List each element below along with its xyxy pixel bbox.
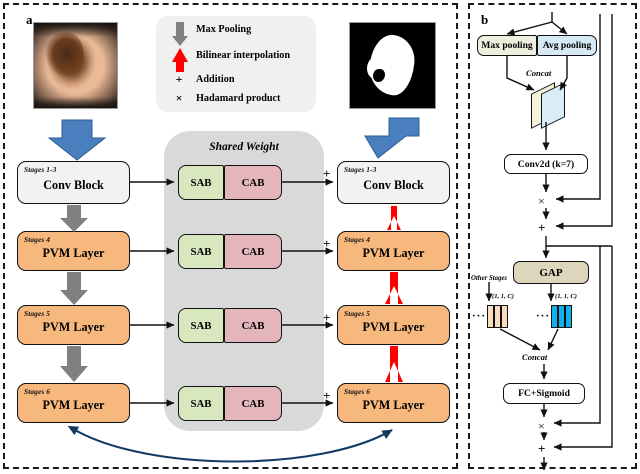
ellipsis-right: ··· — [536, 310, 551, 322]
channel-vector-right-2 — [558, 305, 565, 328]
legend-label-addition: Addition — [196, 74, 235, 85]
channel-vector-left-3 — [501, 305, 508, 328]
encoder-block-2[interactable]: Stages 5 PVM Layer — [17, 305, 130, 345]
encoder-block-3[interactable]: Stages 6 PVM Layer — [17, 383, 130, 423]
decoder-block-1-name: PVM Layer — [362, 246, 425, 260]
panel-b — [468, 3, 637, 469]
panel-a — [3, 3, 458, 469]
channel-vector-right-1 — [551, 305, 558, 328]
decoder-block-0-stage: Stages 1-3 — [344, 165, 377, 174]
other-stages-label: Other Stages — [471, 275, 508, 282]
decoder-block-1[interactable]: Stages 4 PVM Layer — [337, 231, 450, 271]
panel-a-label: a — [26, 12, 33, 27]
channel-vector-right-3 — [565, 305, 572, 328]
addition-symbol-3: + — [323, 388, 331, 403]
encoder-block-0[interactable]: Stages 1-3 Conv Block — [17, 161, 130, 204]
panel-b-label: b — [481, 12, 489, 27]
max-pooling-box[interactable]: Max pooling — [477, 35, 537, 56]
decoder-block-0[interactable]: Stages 1-3 Conv Block — [337, 161, 450, 204]
encoder-block-1-stage: Stages 4 — [24, 235, 51, 244]
hadamard-symbol-1: × — [538, 194, 545, 208]
fc-sigmoid-box[interactable]: FC+Sigmoid — [503, 383, 585, 404]
decoder-block-1-stage: Stages 4 — [344, 235, 371, 244]
addition-symbol-0: + — [323, 166, 331, 181]
legend-label-bilinear: Bilinear interpolation — [196, 50, 291, 61]
gap-box[interactable]: GAP — [513, 261, 589, 284]
encoder-block-1-name: PVM Layer — [42, 246, 105, 260]
addition-symbol-2: + — [323, 310, 331, 325]
channel-vector-left-1 — [487, 305, 494, 328]
hadamard-symbol-2: × — [538, 419, 545, 433]
legend-label-hadamard: Hadamard product — [196, 93, 281, 104]
output-mask-image — [349, 22, 436, 109]
conv2d-box[interactable]: Conv2d (k=7) — [504, 154, 588, 174]
decoder-block-0-name: Conv Block — [363, 177, 424, 192]
encoder-block-2-name: PVM Layer — [42, 320, 105, 334]
dim-label-right: (1, 1, C) — [555, 293, 577, 300]
sab-block-0[interactable]: SAB — [178, 165, 224, 200]
cab-block-1[interactable]: CAB — [224, 234, 282, 269]
avg-pooling-box[interactable]: Avg pooling — [537, 35, 597, 56]
decoder-block-2-stage: Stages 5 — [344, 309, 371, 318]
ellipsis-left: ··· — [472, 310, 487, 322]
cab-block-3[interactable]: CAB — [224, 386, 282, 421]
decoder-block-2-name: PVM Layer — [362, 320, 425, 334]
legend-plus-symbol: + — [175, 72, 183, 86]
decoder-block-3[interactable]: Stages 6 PVM Layer — [337, 383, 450, 423]
encoder-block-3-name: PVM Layer — [42, 398, 105, 412]
decoder-block-3-stage: Stages 6 — [344, 387, 371, 396]
encoder-block-0-name: Conv Block — [43, 177, 104, 192]
sab-block-1[interactable]: SAB — [178, 234, 224, 269]
shared-weight-label: Shared Weight — [209, 141, 279, 153]
addition-symbol-b1: + — [538, 220, 546, 235]
cab-block-2[interactable]: CAB — [224, 308, 282, 343]
input-lesion-image — [33, 22, 118, 109]
encoder-block-1[interactable]: Stages 4 PVM Layer — [17, 231, 130, 271]
channel-vector-left-2 — [494, 305, 501, 328]
legend-times-symbol: × — [175, 91, 183, 105]
concat-bottom-label: Concat — [522, 352, 548, 362]
encoder-block-0-stage: Stages 1-3 — [24, 165, 57, 174]
decoder-block-2[interactable]: Stages 5 PVM Layer — [337, 305, 450, 345]
decoder-block-3-name: PVM Layer — [362, 398, 425, 412]
concat-top-label: Concat — [526, 68, 552, 78]
sab-block-2[interactable]: SAB — [178, 308, 224, 343]
dim-label-left: (1, 1, C) — [492, 293, 514, 300]
sab-block-3[interactable]: SAB — [178, 386, 224, 421]
encoder-block-2-stage: Stages 5 — [24, 309, 51, 318]
cab-block-0[interactable]: CAB — [224, 165, 282, 200]
encoder-block-3-stage: Stages 6 — [24, 387, 51, 396]
legend-label-max-pooling: Max Pooling — [196, 24, 252, 35]
addition-symbol-b2: + — [538, 441, 546, 456]
addition-symbol-1: + — [323, 236, 331, 251]
